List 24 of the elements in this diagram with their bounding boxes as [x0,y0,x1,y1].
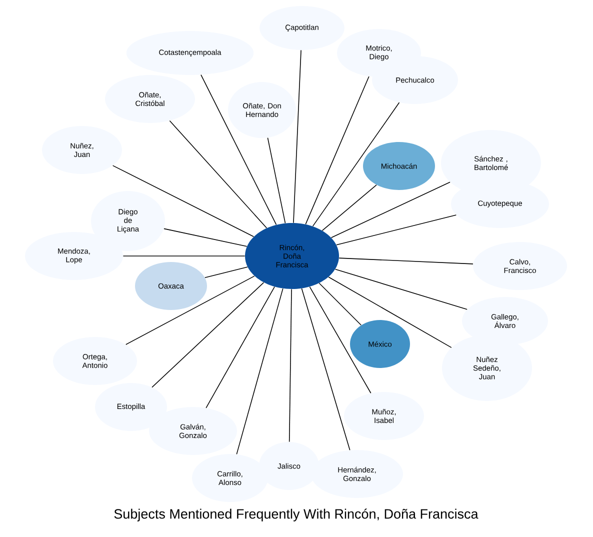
connector-line [200,74,277,226]
connector-line [309,286,372,394]
chart-title: Subjects Mentioned Frequently With Rincón, Doña Francisca [114,508,478,522]
connector-line [338,258,474,264]
connector-line [126,276,255,345]
connector-line [112,165,254,238]
connector-line [334,268,468,310]
connector-line [305,76,370,225]
connector-line [206,286,275,408]
connector-line [164,228,248,247]
connector-line [330,182,450,238]
connector-line [267,137,286,224]
connector-line [312,102,400,227]
connector-line [301,288,350,450]
connector-line [328,276,452,348]
connector-line [322,184,377,231]
connector-line [293,50,302,224]
connector-line [336,214,457,246]
connector-line [318,282,362,326]
connector-line [152,282,264,388]
connector-line [169,120,268,228]
connector-line [288,288,292,442]
connector-line [236,288,284,455]
connector-line [204,266,248,278]
